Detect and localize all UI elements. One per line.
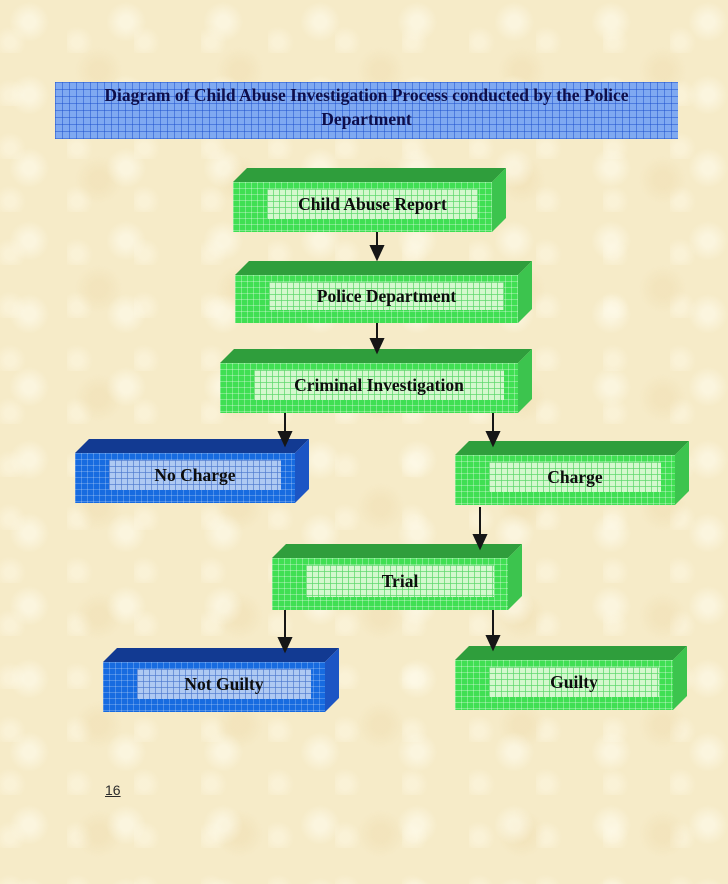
box-side-face (295, 439, 309, 503)
box-panel: Child Abuse Report (267, 189, 478, 219)
node-label: Not Guilty (184, 673, 264, 694)
box-top-face (235, 261, 532, 275)
node-label: Child Abuse Report (298, 193, 447, 214)
box-panel: No Charge (109, 460, 281, 490)
box-front-face: Not Guilty (103, 662, 325, 712)
box-top-face (455, 441, 689, 455)
page-title: Diagram of Child Abuse Investigation Pro… (104, 85, 629, 129)
box-side-face (518, 349, 532, 413)
box-side-face (508, 544, 522, 610)
arrowhead (485, 431, 501, 448)
node-criminal-investigation: Criminal Investigation (220, 349, 532, 413)
box-top-face (220, 349, 532, 363)
box-top-face (272, 544, 522, 558)
box-top-face (233, 168, 506, 182)
node-no-charge: No Charge (75, 439, 309, 503)
box-panel: Not Guilty (137, 669, 311, 699)
box-panel: Charge (489, 462, 661, 492)
node-label: Guilty (550, 671, 598, 692)
node-label: Police Department (316, 285, 457, 306)
box-side-face (492, 168, 506, 232)
node-label: Trial (381, 570, 419, 591)
node-child-abuse-report: Child Abuse Report (233, 168, 506, 232)
box-front-face: No Charge (75, 453, 295, 503)
box-side-face (675, 441, 689, 505)
box-panel: Police Department (269, 282, 504, 310)
arrowhead (472, 534, 488, 551)
box-front-face: Criminal Investigation (220, 363, 518, 413)
node-not-guilty: Not Guilty (103, 648, 339, 712)
title-banner: Diagram of Child Abuse Investigation Pro… (55, 82, 678, 139)
arrowhead (369, 245, 385, 262)
box-front-face: Guilty (455, 660, 673, 710)
box-panel: Guilty (489, 667, 659, 697)
box-front-face: Trial (272, 558, 508, 610)
box-panel: Trial (306, 565, 494, 597)
box-front-face: Police Department (235, 275, 518, 323)
arrowhead (485, 635, 501, 652)
arrowhead (277, 431, 293, 448)
node-trial: Trial (272, 544, 522, 610)
arrowhead (369, 338, 385, 355)
box-side-face (673, 646, 687, 710)
node-police-department: Police Department (235, 261, 532, 323)
node-charge: Charge (455, 441, 689, 505)
box-top-face (103, 648, 339, 662)
box-side-face (325, 648, 339, 712)
node-label: Charge (547, 466, 603, 487)
box-panel: Criminal Investigation (254, 370, 504, 400)
node-label: No Charge (154, 464, 236, 485)
page-number: 16 (105, 782, 121, 798)
node-label: Criminal Investigation (294, 374, 464, 395)
box-side-face (518, 261, 532, 323)
node-guilty: Guilty (455, 646, 687, 710)
arrowhead (277, 637, 293, 654)
box-front-face: Child Abuse Report (233, 182, 492, 232)
box-front-face: Charge (455, 455, 675, 505)
box-top-face (455, 646, 687, 660)
box-top-face (75, 439, 309, 453)
